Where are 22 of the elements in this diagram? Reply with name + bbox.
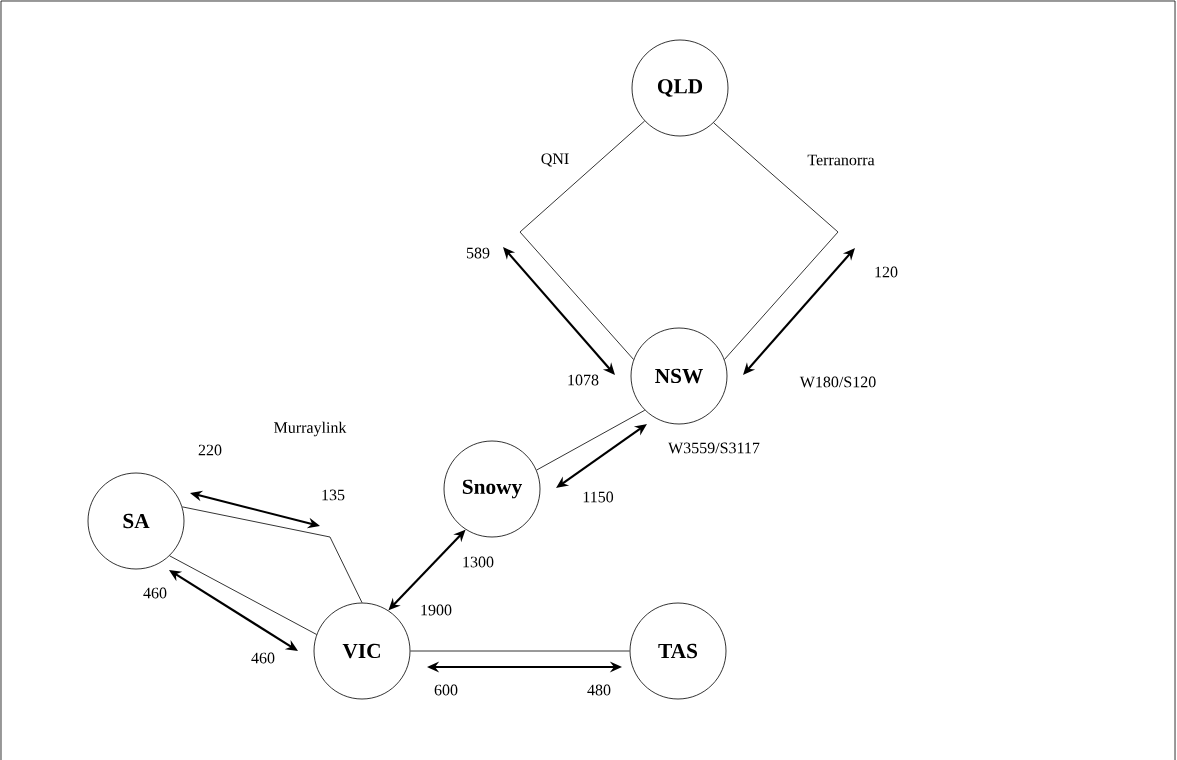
capacity-label: 1300 — [463, 556, 494, 568]
link-line — [169, 555, 317, 635]
capacity-label: 135 — [322, 489, 345, 501]
capacity-label: 220 — [198, 444, 222, 456]
link-line — [410, 650, 630, 652]
capacity-label: 589 — [466, 247, 490, 259]
capacity-label: 460 — [251, 652, 275, 664]
capacity-label: 460 — [143, 587, 167, 599]
capacity-label: 120 — [875, 266, 898, 278]
link-line — [536, 409, 646, 471]
capacity-label: 1078 — [568, 374, 599, 386]
capacity-label: W3559/S3117 — [668, 442, 760, 454]
link-line — [519, 120, 645, 360]
link-line — [181, 506, 363, 603]
link-line — [713, 122, 839, 360]
capacity-label: 600 — [434, 684, 458, 696]
capacity-label: Murraylink — [274, 421, 347, 437]
capacity-label: 480 — [587, 684, 611, 696]
capacity-label: 1150 — [583, 491, 614, 503]
edge-label: Terranorra — [806, 153, 876, 167]
capacity-label: W180/S120 — [799, 376, 876, 388]
edge-label: QNI — [539, 152, 571, 168]
